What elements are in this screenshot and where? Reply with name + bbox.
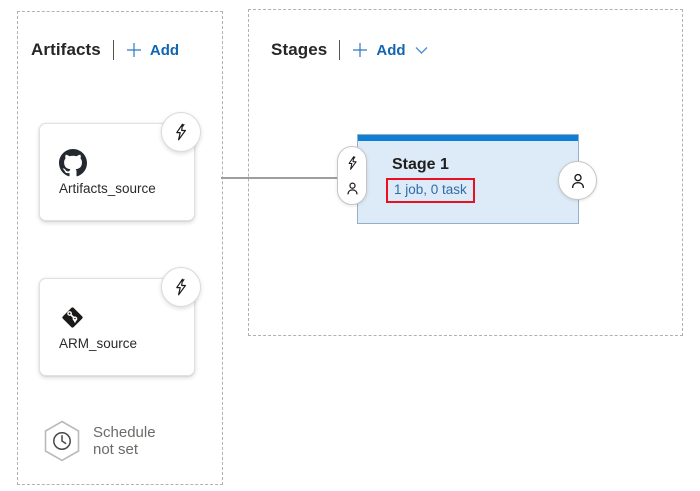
stage-accent-bar [358, 135, 578, 141]
schedule-label: Schedule not set [93, 424, 156, 458]
header-divider [339, 40, 341, 60]
artifact-name: Artifacts_source [59, 181, 156, 196]
artifacts-header: Artifacts Add [31, 38, 179, 62]
clock-in-hexagon-icon [44, 420, 80, 462]
plus-icon [353, 43, 368, 57]
add-artifact-button[interactable]: Add [126, 42, 179, 59]
artifact-stage-connector-line [221, 177, 339, 179]
continuous-deployment-trigger-badge[interactable] [161, 267, 201, 307]
azure-repos-git-icon [62, 307, 83, 328]
github-icon [59, 149, 87, 177]
stage-title: Stage 1 [392, 156, 449, 173]
red-annotation-box: 1 job, 0 task [386, 178, 475, 203]
schedule-line1: Schedule [93, 424, 156, 441]
header-divider [112, 40, 114, 60]
lightning-trigger-icon [348, 156, 357, 170]
add-artifact-label: Add [149, 41, 180, 59]
person-approval-icon [571, 173, 584, 188]
post-deployment-conditions-button[interactable] [558, 161, 597, 200]
pre-deployment-conditions-button[interactable] [337, 146, 367, 205]
add-stage-button[interactable]: Add [352, 41, 428, 59]
lightning-trigger-icon [176, 278, 186, 296]
lightning-trigger-icon [176, 123, 186, 141]
add-stage-label: Add [376, 41, 406, 59]
continuous-deployment-trigger-badge[interactable] [161, 112, 201, 152]
chevron-down-icon[interactable] [415, 46, 428, 55]
artifacts-panel [17, 11, 223, 485]
job-task-link[interactable]: 1 job, 0 task [394, 182, 467, 197]
artifact-name: ARM_source [59, 336, 138, 351]
stages-title: Stages [271, 40, 328, 59]
artifacts-title: Artifacts [31, 40, 101, 59]
schedule-line2: not set [93, 441, 139, 458]
schedule-trigger[interactable]: Schedule not set [43, 420, 156, 462]
stages-header: Stages Add [271, 38, 428, 62]
plus-icon [126, 43, 141, 57]
person-approval-icon [346, 182, 358, 195]
stage-card[interactable]: Stage 1 1 job, 0 task [357, 134, 579, 224]
